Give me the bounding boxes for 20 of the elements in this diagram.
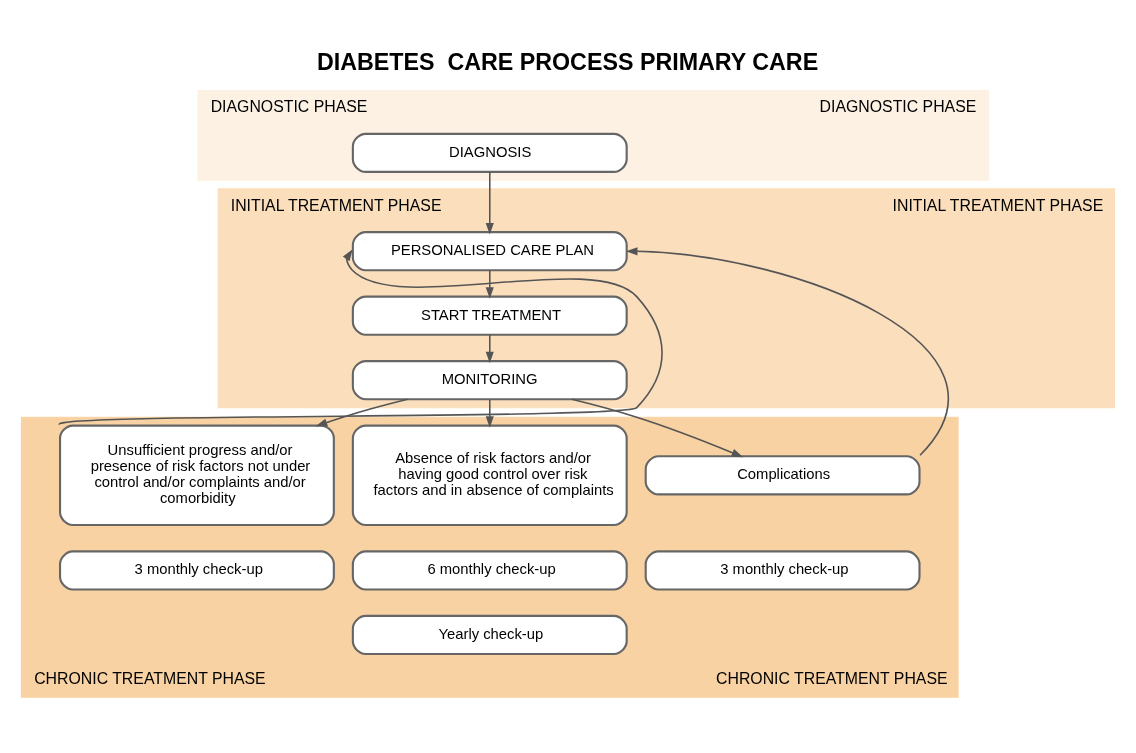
arrow (571, 397, 744, 457)
node-box: MONITORING (351, 359, 628, 400)
arrow (625, 246, 949, 456)
arrow (485, 170, 494, 235)
arrow (485, 333, 494, 363)
arrow (315, 397, 409, 426)
diagram-title: DIABETES CARE PROCESS PRIMARY CARE (316, 48, 819, 75)
node-box: 3 monthly check-up (644, 549, 921, 591)
node-box: 6 monthly check-up (351, 549, 628, 591)
arrow (58, 248, 663, 425)
node-box: Absence of risk factors and/or having good control over risk factors and in absence of complaints (351, 424, 628, 526)
arrow (485, 398, 494, 428)
node-box: START TREATMENT (351, 295, 628, 336)
node-box: DIAGNOSIS (351, 132, 628, 173)
node-box: Complications (644, 454, 921, 495)
node-box: PERSONALISED CARE PLAN (351, 230, 628, 271)
node-box: 3 monthly check-up (59, 549, 335, 591)
node-box: Unsufficient progress and/or presence of risk factors not under control and/or complaints and/or comorbidity (59, 424, 335, 526)
node-box: Yearly check-up (351, 614, 628, 655)
arrow (485, 269, 494, 299)
